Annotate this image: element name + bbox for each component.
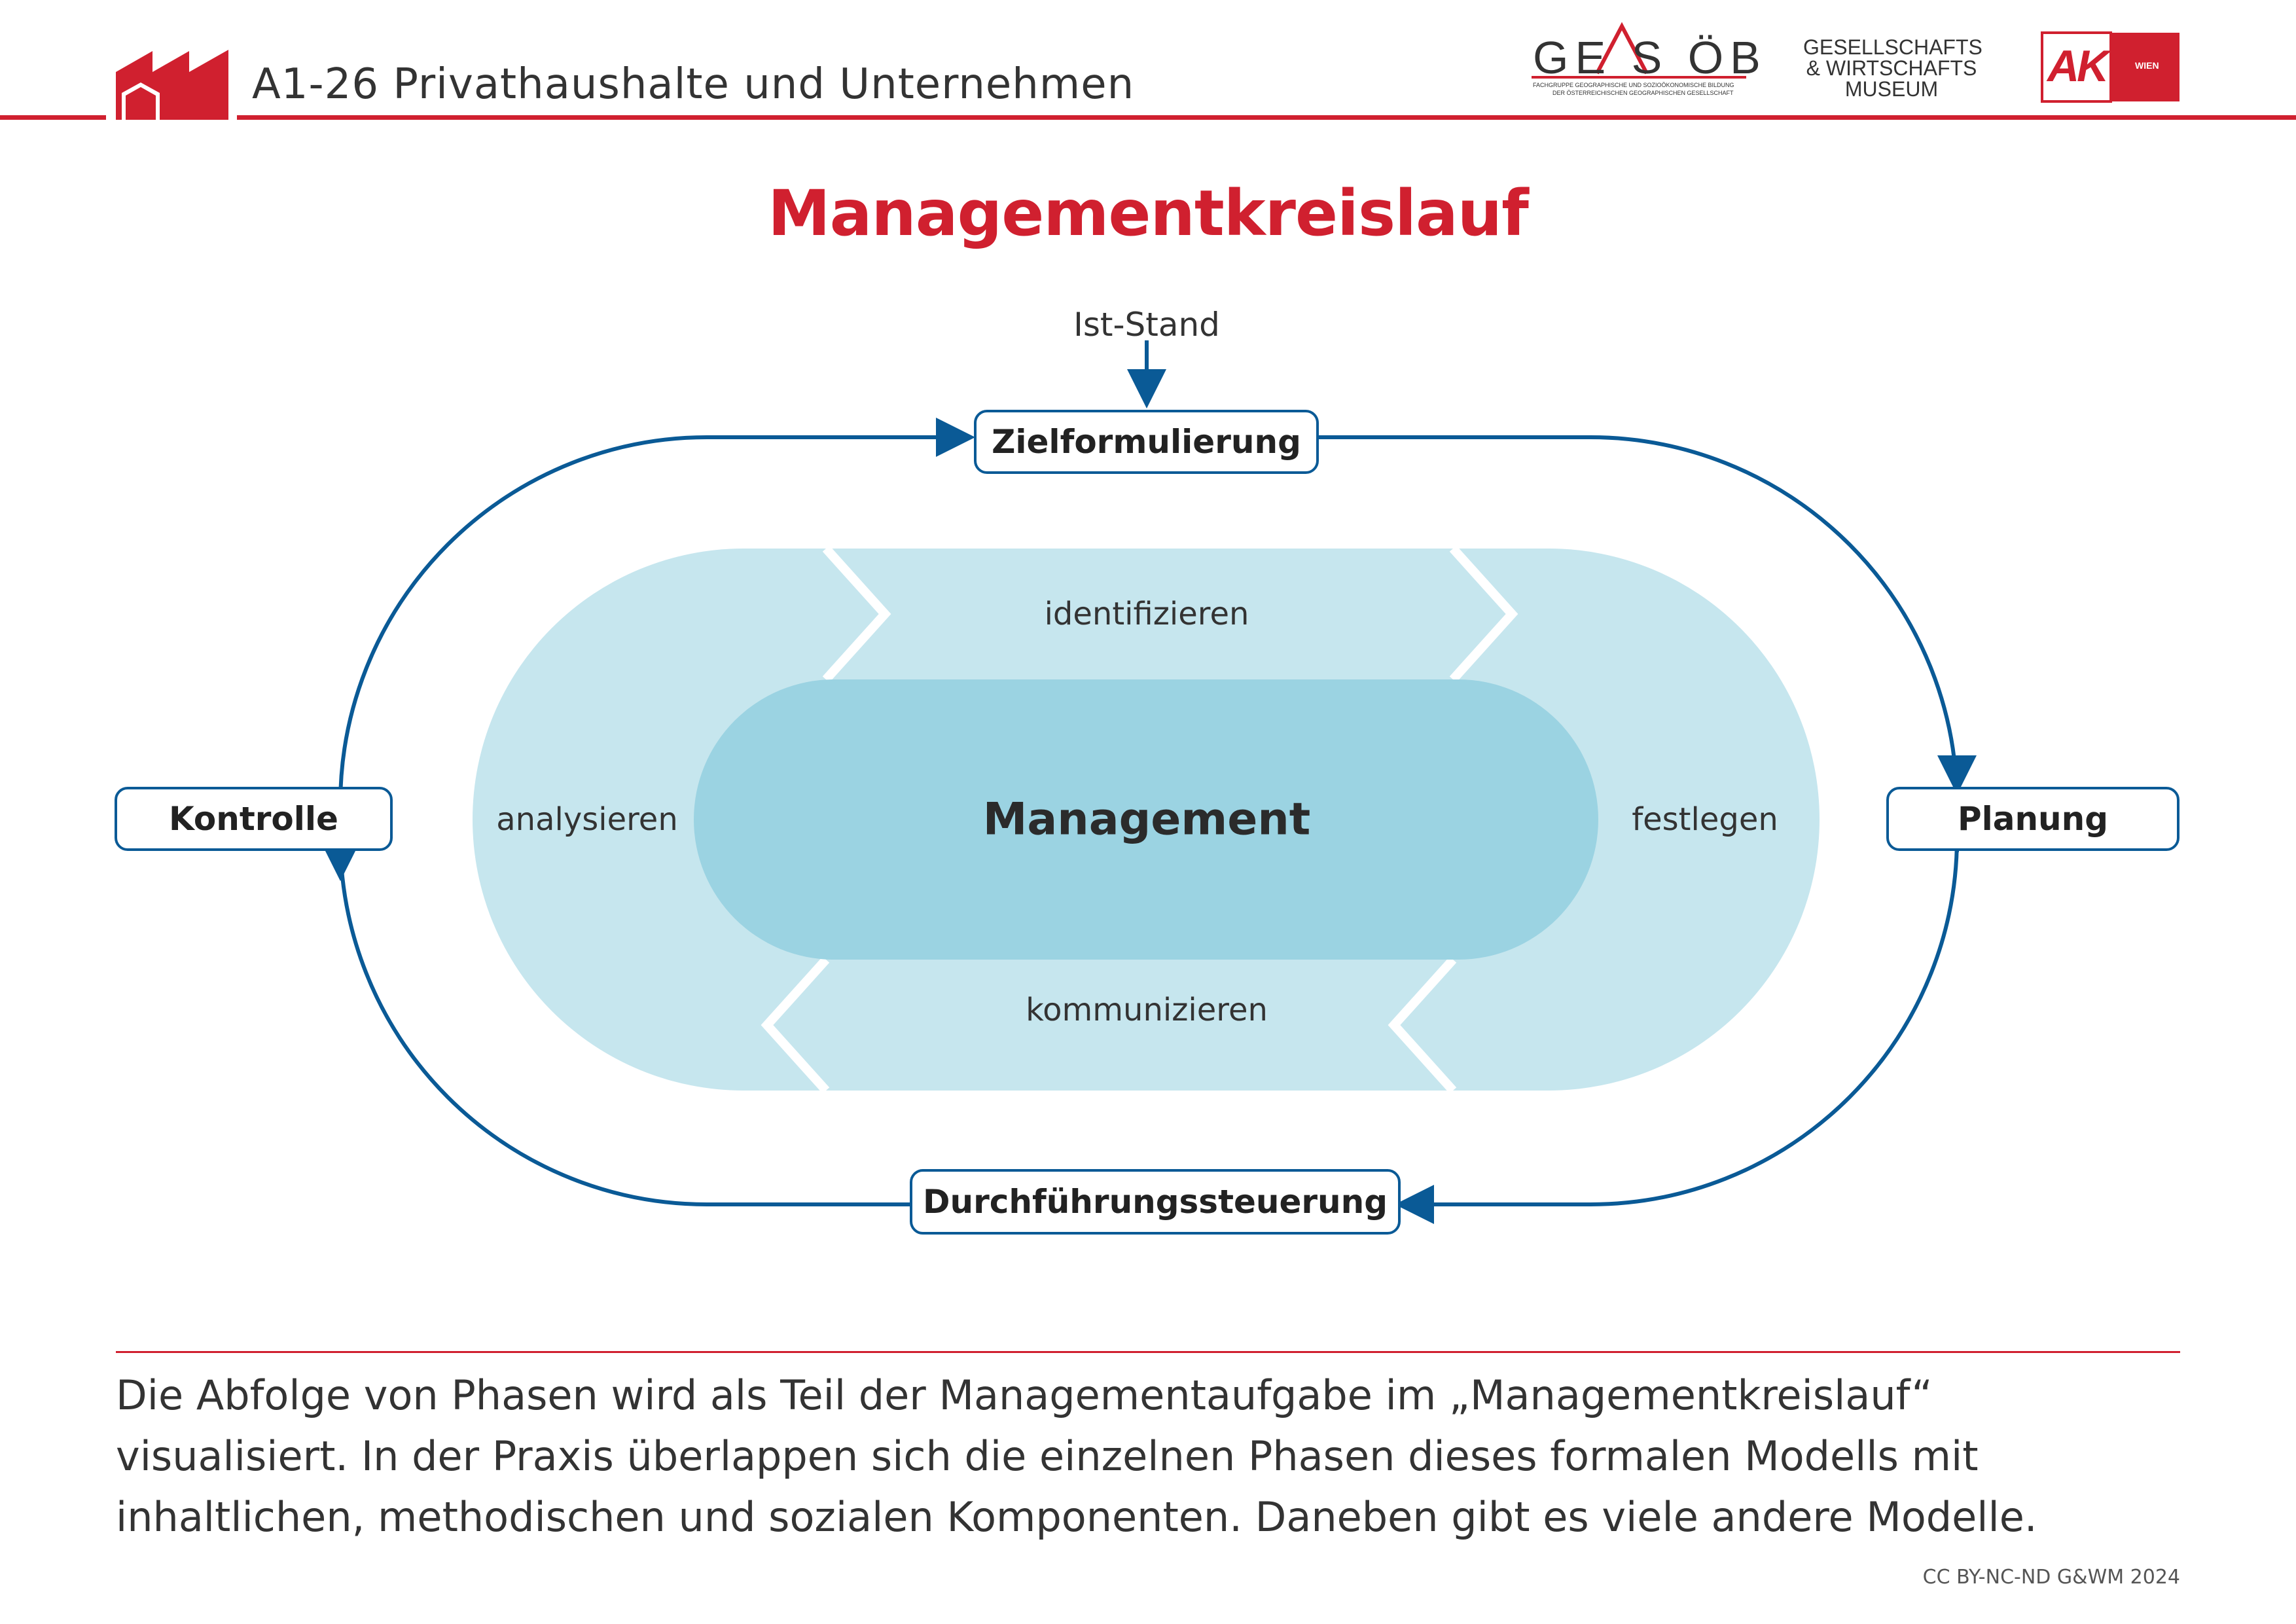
ak-logo-text: AK (2047, 41, 2109, 91)
museum-logo-line1: GESELLSCHAFTS (1803, 35, 1982, 59)
caption-line-2: visualisiert. In der Praxis überlappen s… (116, 1432, 1979, 1480)
museum-logo-line2: & WIRTSCHAFTS (1806, 56, 1977, 80)
verb-top: identifizieren (1044, 596, 1249, 632)
museum-logo-line3: MUSEUM (1844, 77, 1939, 101)
chevron-bottom-right (1388, 956, 1457, 1094)
factory-icon (116, 50, 228, 120)
inner-core (694, 679, 1598, 960)
phase-durchfuehrungssteuerung: Durchführungssteuerung (910, 1169, 1401, 1235)
phase-planung: Planung (1886, 787, 2179, 851)
verb-bottom: kommunizieren (1026, 992, 1268, 1028)
arrow-durchfuehrung-to-kontrolle (321, 837, 911, 1206)
gesoeb-logo-line1: FACHGRUPPE GEOGRAPHISCHE UND SOZIOÖKONOM… (1533, 82, 1734, 88)
footer-rule (116, 1351, 2180, 1353)
license-note: CC BY-NC-ND G&WM 2024 (1922, 1566, 2180, 1589)
ak-logo-sub: WIEN (2135, 60, 2159, 71)
phase-kontrolle: Kontrolle (115, 787, 393, 851)
header-graphics (0, 22, 2296, 120)
header-title: A1-26 Privathaushalte und Unternehmen (252, 60, 1135, 109)
verb-right: festlegen (1632, 801, 1778, 838)
gesoeb-logo-text: GE S ÖB (1533, 32, 1767, 83)
caption-line-1: Die Abfolge von Phasen wird als Teil der… (116, 1371, 1933, 1419)
chevron-bottom-left (761, 956, 830, 1094)
caption-line-3: inhaltlichen, methodischen und sozialen … (116, 1493, 2037, 1541)
ak-logo-mark (2041, 31, 2179, 103)
gesoeb-logo-mark (1532, 22, 1746, 79)
header-rule (0, 115, 106, 120)
management-core-label: Management (982, 793, 1311, 846)
caption: Die Abfolge von Phasen wird als Teil der… (116, 1365, 2184, 1547)
gesoeb-logo: GE S ÖB (1533, 31, 1767, 84)
museum-logo: GESELLSCHAFTS & WIRTSCHAFTS MUSEUM (1803, 35, 1982, 101)
gesoeb-logo-line2: DER ÖSTERREICHISCHEN GEOGRAPHISCHEN GESE… (1552, 90, 1734, 96)
arrow-kontrolle-to-zielformulierung (338, 418, 975, 804)
page-title: Managementkreislauf (768, 177, 1529, 250)
verb-left: analysieren (496, 801, 678, 838)
ist-stand-label: Ist-Stand (1073, 306, 1220, 344)
arrow-zielformulierung-to-planung (1317, 435, 1977, 804)
arrow-planung-to-durchfuehrung (1395, 837, 1959, 1224)
chevron-top-left (822, 545, 891, 683)
phase-zielformulierung: Zielformulierung (974, 410, 1319, 474)
chevron-top-right (1449, 545, 1518, 683)
header-rule-main (237, 115, 2296, 120)
